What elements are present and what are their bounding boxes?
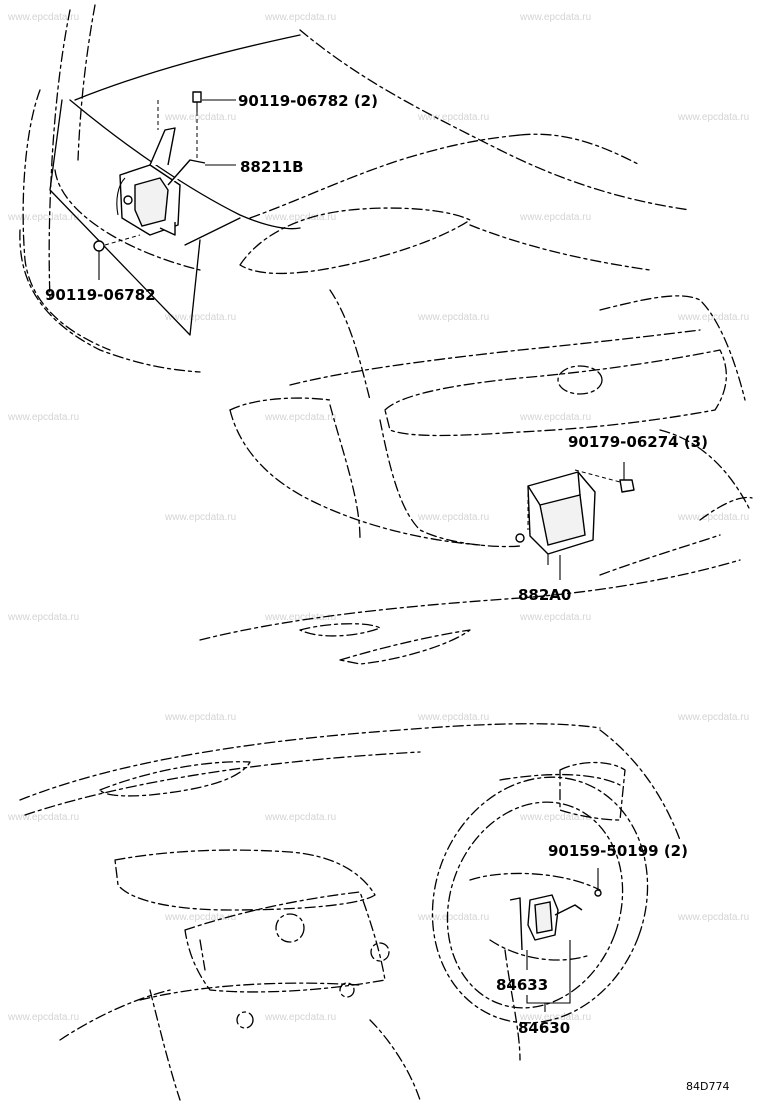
steering-wheel xyxy=(431,776,649,1061)
watermark: www.epcdata.ru xyxy=(7,612,79,623)
leader-line xyxy=(526,995,545,1004)
sensor-88211b-part[interactable] xyxy=(116,127,206,236)
watermark: www.epcdata.ru xyxy=(164,312,236,323)
label-882a0[interactable]: 882A0 xyxy=(518,586,571,604)
watermark: www.epcdata.ru xyxy=(519,612,591,623)
watermark: www.epcdata.ru xyxy=(264,12,336,23)
label-90179-06274[interactable]: 90179-06274 (3) xyxy=(568,433,708,451)
watermark: www.epcdata.ru xyxy=(519,412,591,423)
bolt-lower-part[interactable] xyxy=(93,240,105,280)
watermark: www.epcdata.ru xyxy=(264,612,336,623)
watermark: www.epcdata.ru xyxy=(519,212,591,223)
label-90159-50199[interactable]: 90159-50199 (2) xyxy=(548,842,688,860)
watermark: www.epcdata.ru xyxy=(7,412,79,423)
watermark: www.epcdata.ru xyxy=(417,712,489,723)
watermark: www.epcdata.ru xyxy=(519,812,591,823)
watermark: www.epcdata.ru xyxy=(7,212,79,223)
switch-84633-part[interactable] xyxy=(509,889,602,951)
watermark: www.epcdata.ru xyxy=(677,112,749,123)
label-84630[interactable]: 84630 xyxy=(518,1019,570,1037)
watermark: www.epcdata.ru xyxy=(677,712,749,723)
watermark: www.epcdata.ru xyxy=(677,912,749,923)
watermark: www.epcdata.ru xyxy=(7,12,79,23)
watermark: www.epcdata.ru xyxy=(417,312,489,323)
watermark: www.epcdata.ru xyxy=(677,312,749,323)
watermark-layer: www.epcdata.ru www.epcdata.ru www.epcdat… xyxy=(7,12,749,1023)
watermark: www.epcdata.ru xyxy=(264,1012,336,1023)
leader-line xyxy=(574,469,621,483)
module-882a0-part[interactable] xyxy=(515,471,596,565)
watermark: www.epcdata.ru xyxy=(519,12,591,23)
watermark: www.epcdata.ru xyxy=(264,212,336,223)
label-84633[interactable]: 84633 xyxy=(496,976,548,994)
leader-line xyxy=(544,940,571,1012)
diagram-code: 84D774 xyxy=(686,1080,729,1093)
watermark: www.epcdata.ru xyxy=(7,812,79,823)
front-vehicle-outline xyxy=(19,4,691,373)
rear-vehicle-outline xyxy=(199,289,753,665)
watermark: www.epcdata.ru xyxy=(164,912,236,923)
nut-90179-part[interactable] xyxy=(619,462,635,493)
label-90119-06782-qty[interactable]: 90119-06782 (2) xyxy=(238,92,378,110)
watermark: www.epcdata.ru xyxy=(164,112,236,123)
watermark: www.epcdata.ru xyxy=(417,912,489,923)
watermark: www.epcdata.ru xyxy=(417,512,489,523)
watermark: www.epcdata.ru xyxy=(519,1012,591,1023)
label-90119-06782[interactable]: 90119-06782 xyxy=(45,286,156,304)
bolt-upper-part[interactable] xyxy=(192,91,202,112)
watermark: www.epcdata.ru xyxy=(164,512,236,523)
label-88211b[interactable]: 88211B xyxy=(240,158,304,176)
dashboard-outline xyxy=(19,723,681,1101)
leader-line xyxy=(104,234,141,246)
watermark: www.epcdata.ru xyxy=(7,1012,79,1023)
watermark: www.epcdata.ru xyxy=(264,812,336,823)
watermark: www.epcdata.ru xyxy=(264,412,336,423)
watermark: www.epcdata.ru xyxy=(677,512,749,523)
watermark: www.epcdata.ru xyxy=(417,112,489,123)
watermark: www.epcdata.ru xyxy=(164,712,236,723)
